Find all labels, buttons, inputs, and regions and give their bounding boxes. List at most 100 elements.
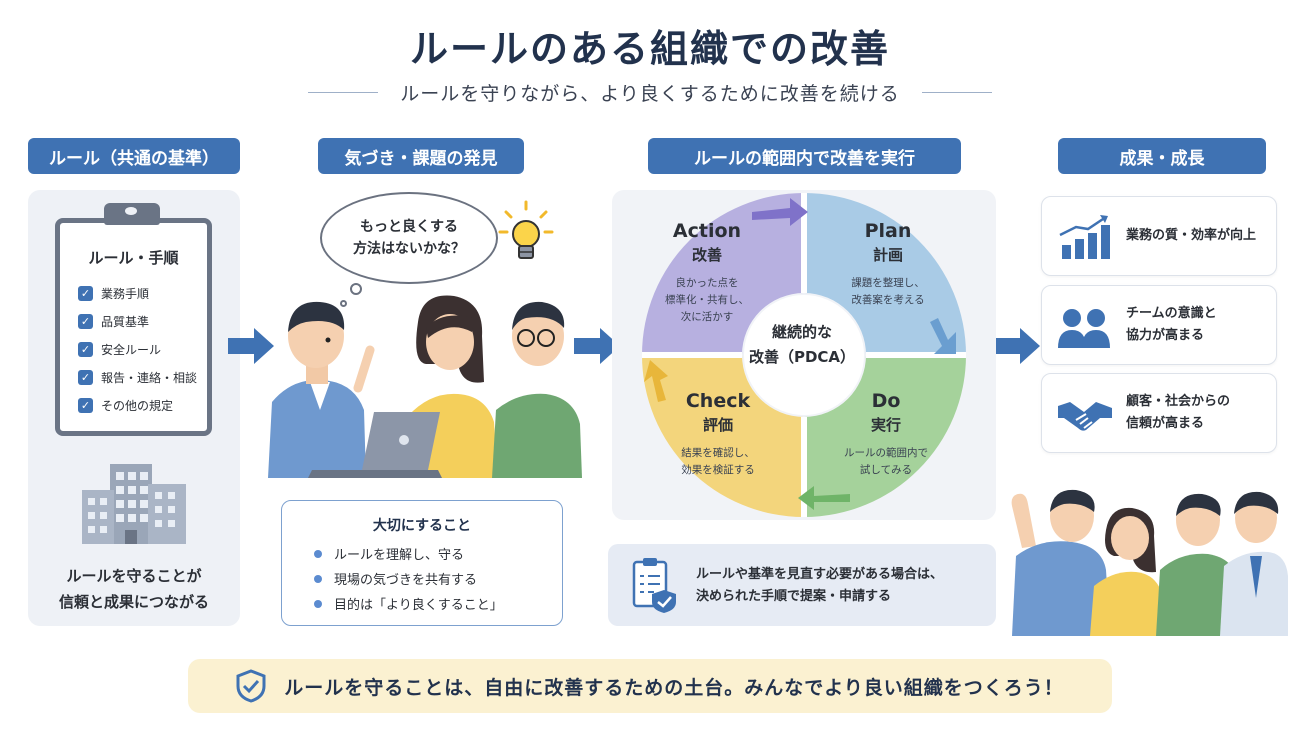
pdca-center-line: 改善（PDCA） [748, 348, 856, 366]
checklist-shield-icon [632, 558, 676, 613]
results-header: 成果・成長 [1058, 138, 1266, 174]
do-quadrant [804, 355, 966, 517]
result-line: 顧客・社会からの [1126, 394, 1231, 409]
arrow-icon [930, 318, 956, 354]
rules-caption: ルールを守ることが 信頼と成果につながる [28, 563, 240, 615]
arrow-icon [798, 486, 850, 510]
rules-caption-line: 信頼と成果につながる [58, 593, 209, 611]
arrow-icon [752, 198, 808, 226]
important-list: ルールを理解し、守る 現場の気づきを共有する 目的は「より良くすること」 [314, 541, 503, 616]
result-card-trust: 顧客・社会からの 信頼が高まる [1041, 373, 1277, 453]
important-points-box: 大切にすること ルールを理解し、守る 現場の気づきを共有する 目的は「より良くす… [281, 500, 563, 626]
bullet-icon [314, 549, 322, 558]
rule-item: ✓ 業務手順 [78, 279, 197, 307]
rule-item: ✓ その他の規定 [78, 391, 197, 419]
plan-quadrant [804, 193, 966, 355]
note-line: 決められた手順で提案・申請する [696, 589, 892, 604]
subtitle-row: ルールを守りながら、より良くするために改善を続ける [0, 78, 1300, 106]
action-title: Action [672, 220, 742, 242]
pdca-center-line: 継続的な [771, 323, 832, 341]
banner-text: ルールを守ることは、自由に改善するための土台。みんなでより良い組織をつくろう！ [284, 676, 1064, 699]
bottom-banner: ルールを守ることは、自由に改善するための土台。みんなでより良い組織をつくろう！ [188, 659, 1112, 713]
do-description: ルールの範囲内で 試してみる [818, 445, 954, 479]
important-title: 大切にすること [372, 518, 472, 534]
do-desc-line: 試してみる [859, 464, 913, 476]
plan-subtitle: 計画 [872, 246, 903, 264]
checkbox-icon: ✓ [78, 285, 93, 301]
team-celebration-illustration [1011, 489, 1288, 636]
check-desc-line: 効果を検証する [681, 464, 755, 476]
arrow-right-icon [228, 328, 274, 364]
plan-desc-line: 課題を整理し、 [851, 277, 925, 289]
page-title: ルールのある組織での改善 [409, 27, 890, 71]
result-card-quality: 業務の質・効率が向上 [1041, 196, 1277, 276]
result-text: 業務の質・効率が向上 [1126, 197, 1256, 275]
clipboard-icon: ルール・手順 ✓業務手順 ✓品質基準 ✓安全ルール ✓報告・連絡・相談 ✓その他… [55, 218, 212, 436]
handshake-icon [1058, 402, 1112, 431]
office-building-icon [82, 464, 186, 544]
divider-left [308, 91, 379, 93]
action-description: 良かった点を 標準化・共有し、 次に活かす [640, 275, 774, 326]
action-desc-line: 良かった点を [675, 277, 739, 289]
page-subtitle: ルールを守りながら、より良くするために改善を続ける [400, 82, 900, 105]
shield-check-icon [236, 669, 266, 703]
proposal-note: ルールや基準を見直す必要がある場合は、 決められた手順で提案・申請する [608, 544, 996, 626]
action-label: Action 改善 良かった点を 標準化・共有し、 次に活かす [640, 220, 774, 326]
arrow-right-icon [574, 328, 620, 364]
rule-item-label: 報告・連絡・相談 [101, 370, 198, 385]
action-subtitle: 改善 [691, 246, 722, 264]
checkbox-icon: ✓ [78, 313, 93, 329]
important-item: 現場の気づきを共有する [314, 566, 503, 591]
important-item: 目的は「より良くすること」 [314, 591, 503, 616]
do-title: Do [871, 390, 901, 412]
important-item: ルールを理解し、守る [314, 541, 503, 566]
thought-bubble: もっと良くする 方法はないかな？ [320, 192, 498, 284]
bubble-tail [350, 283, 362, 295]
important-item-label: 現場の気づきを共有する [334, 573, 478, 588]
plan-title: Plan [864, 220, 912, 242]
do-label: Do 実行 ルールの範囲内で 試してみる [818, 390, 954, 479]
plan-description: 課題を整理し、 改善案を考える [826, 275, 950, 309]
important-item-label: 目的は「より良くすること」 [334, 598, 503, 613]
team-icon [1058, 309, 1110, 348]
plan-desc-line: 改善案を考える [851, 294, 925, 306]
arrow-right-icon [994, 328, 1040, 364]
bubble-text: もっと良くする [360, 219, 458, 235]
bullet-icon [314, 599, 322, 608]
checkbox-icon: ✓ [78, 397, 93, 413]
rule-item-label: 業務手順 [101, 286, 150, 301]
rule-list: ✓ 業務手順 ✓品質基準 ✓ 安全ルール ✓ 報告・連絡・相談 ✓ その他の規定 [78, 279, 197, 419]
proposal-note-text: ルールや基準を見直す必要がある場合は、 決められた手順で提案・申請する [696, 564, 943, 608]
pdca-cycle-diagram [642, 193, 966, 517]
checkbox-icon: ✓ [78, 341, 93, 357]
action-desc-line: 標準化・共有し、 [665, 294, 749, 306]
do-desc-line: ルールの範囲内で [844, 447, 928, 459]
result-line: チームの意識と [1126, 306, 1217, 321]
rule-item-label: その他の規定 [101, 398, 174, 413]
note-line: ルールや基準を見直す必要がある場合は、 [696, 567, 944, 582]
check-quadrant [642, 355, 804, 517]
rule-item: ✓品質基準 [78, 307, 197, 335]
lightbulb-icon [498, 200, 554, 259]
result-text: チームの意識と 協力が高まる [1126, 286, 1217, 364]
discussion-people-illustration [268, 295, 582, 478]
result-line: 信頼が高まる [1126, 416, 1205, 431]
arrow-icon [644, 360, 668, 402]
important-item-label: ルールを理解し、守る [334, 548, 465, 563]
plan-label: Plan 計画 課題を整理し、 改善案を考える [826, 220, 950, 309]
improve-header: ルールの範囲内で改善を実行 [648, 138, 961, 174]
result-line: 業務の質・効率が向上 [1126, 228, 1257, 243]
result-text: 顧客・社会からの 信頼が高まる [1126, 374, 1230, 452]
discovery-header: 気づき・課題の発見 [318, 138, 524, 174]
result-card-teamwork: チームの意識と 協力が高まる [1041, 285, 1277, 365]
rule-item-label: 安全ルール [101, 342, 162, 357]
bubble-tail [340, 300, 347, 307]
check-desc-line: 結果を確認し、 [681, 447, 755, 459]
check-label: Check 評価 結果を確認し、 効果を検証する [656, 390, 780, 479]
action-quadrant [642, 193, 804, 355]
checkbox-icon: ✓ [78, 369, 93, 385]
clipboard-clip-icon [104, 203, 160, 225]
check-description: 結果を確認し、 効果を検証する [656, 445, 780, 479]
rules-caption-line: ルールを守ることが [66, 567, 202, 585]
divider-right [921, 91, 992, 93]
